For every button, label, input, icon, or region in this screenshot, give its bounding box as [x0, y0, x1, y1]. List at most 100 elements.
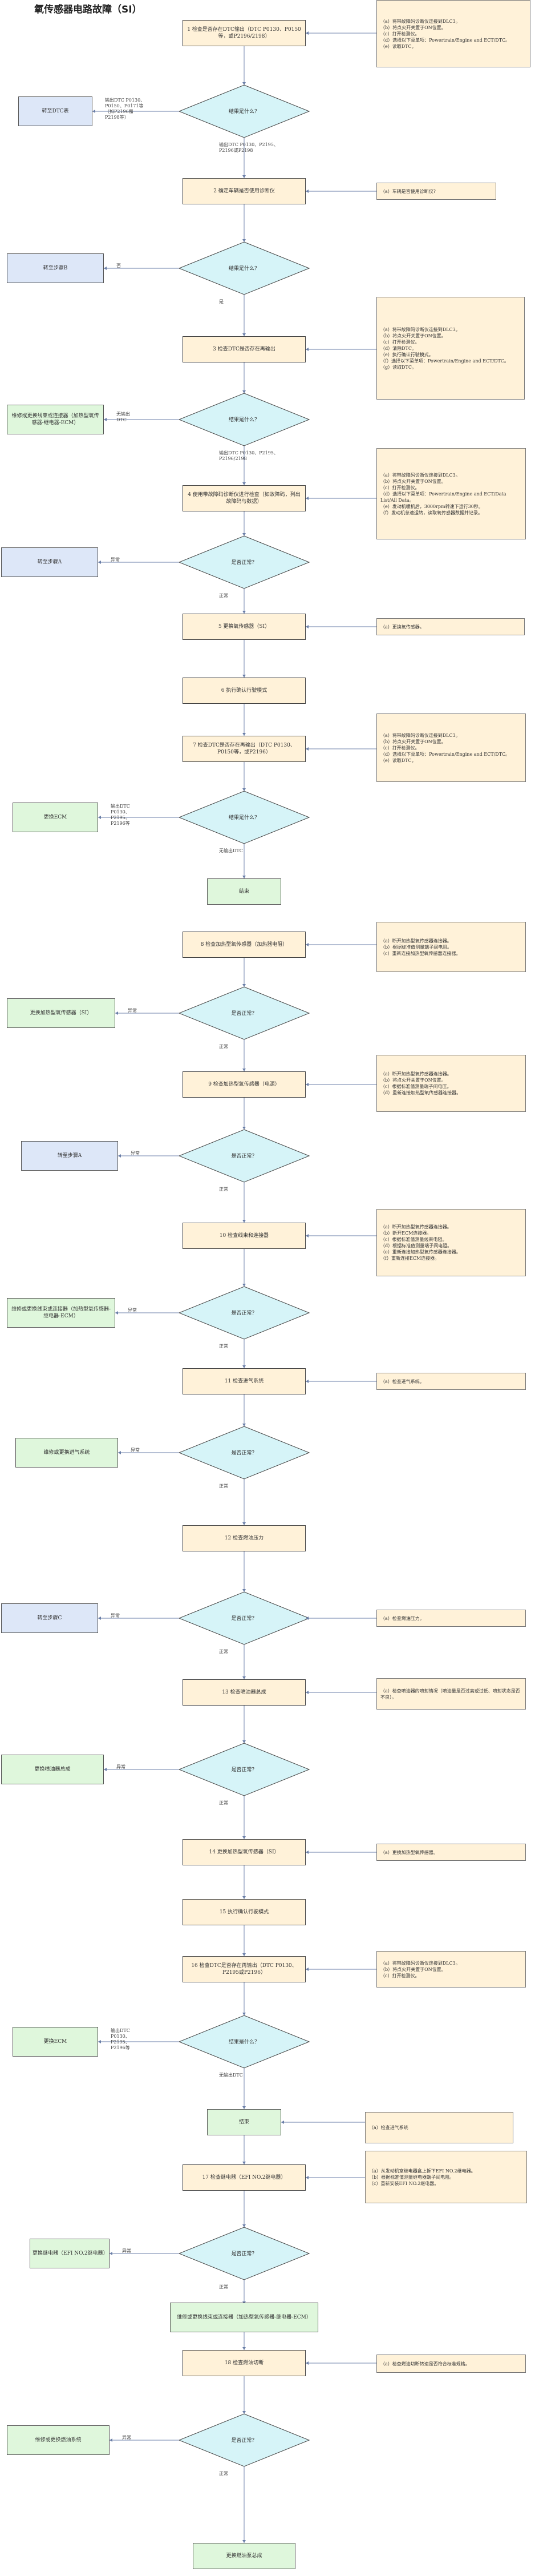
edge-label-left: 异常 — [122, 2435, 131, 2440]
note-line: （c）重新安装EFI NO.2继电器。 — [369, 2180, 439, 2186]
connector-arrowhead — [242, 611, 246, 614]
connector-arrowhead — [306, 348, 309, 351]
connector-arrowhead — [242, 333, 246, 336]
note-line: （c）打开检测仪。 — [380, 339, 420, 345]
connector-arrowhead — [242, 175, 246, 178]
note-line: （b）将点火开关置于ON位置。 — [380, 1966, 446, 1972]
edge-label-down: 无输出DTC — [219, 2073, 243, 2078]
note-n_end2: （a）检查进气系统 — [365, 2112, 513, 2143]
decision-d8: 是否正常？ — [231, 1311, 257, 1316]
note-line: （e）读取DTC。 — [380, 43, 416, 49]
connector-arrowhead — [242, 482, 246, 485]
note-line: （c）根据标准值测量端子间电压。 — [380, 1084, 452, 1089]
decision-d5-shape — [178, 791, 310, 844]
step-box-s17: 17 检查继电器（EFI NO.2继电器） — [183, 2164, 306, 2191]
note-line: （c）重新连接加热型氧传感器连接器。 — [380, 950, 461, 956]
edge-label-left: 异常 — [122, 2248, 131, 2254]
connector-arrowhead — [306, 943, 309, 946]
note-line: （a）从发动机室继电器盒上拆下EFI NO.2继电器。 — [369, 2168, 476, 2174]
connector-arrowhead — [306, 1083, 309, 1086]
decision-d14-shape — [178, 2227, 310, 2280]
connector-arrowhead — [104, 267, 107, 270]
result-replace-relay-mid: 维修或更换线束或连接器（加热型氧传感器-继电器-ECM） — [170, 2303, 318, 2332]
step-box-s11: 11 检查进气系统 — [183, 1368, 306, 1394]
decision-d2: 结果是什么？ — [228, 266, 260, 272]
edge-label-down: 正常 — [219, 1649, 228, 1654]
note-line: （c）打开检测仪。 — [380, 1973, 420, 1978]
edge-label-left: 输出DTC P0130、 P0150、P0171等 （如P2196和 P2198… — [105, 98, 145, 120]
note-n10: （a）断开加热型氧传感器连接器。（b）断开ECM连接器。（c）根据标准值测量线束… — [376, 1209, 526, 1276]
connector-arrowhead — [118, 1154, 121, 1158]
edge-label-left: 无输出 DTC — [116, 412, 130, 422]
connector-arrowhead — [242, 1522, 246, 1525]
decision-d2-shape — [178, 241, 310, 295]
connector-arrowhead — [98, 816, 101, 819]
result-replace_ecm2: 更换ECM — [13, 2027, 98, 2057]
note-n2: （a）车辆是否使用诊断仪？ — [376, 183, 496, 200]
edge-label-down: 正常 — [219, 1044, 228, 1049]
connector-arrowhead — [242, 1220, 246, 1223]
note-line: （a）将带故障码诊断仪连接到DLC3。 — [380, 326, 460, 332]
note-line: （a）将带故障码诊断仪连接到DLC3。 — [380, 18, 460, 24]
result-repair_wire: 维修或更换线束或连接器（加热型氧传感器-继电器-ECM） — [7, 405, 104, 434]
note-n16: （a）将带故障码诊断仪连接到DLC3。（b）将点火开关置于ON位置。（c）打开检… — [376, 1951, 526, 1988]
edge-label-down: 正常 — [219, 1344, 228, 1349]
connector-arrowhead — [242, 239, 246, 242]
note-line: （a）将带故障码诊断仪连接到DLC3。 — [380, 732, 460, 738]
step-box-s8: 8 检查加热型氧传感器（加热器电阻） — [183, 932, 306, 958]
connector-arrowhead — [242, 390, 246, 393]
connector-arrowhead — [242, 788, 246, 791]
note-line: （e）读取DTC。 — [380, 757, 416, 763]
connector-arrowhead — [242, 984, 246, 987]
connector-arrowhead — [306, 190, 309, 193]
note-line: （d）根据标准值测量端子间电阻。 — [380, 1243, 452, 1248]
decision-d11: 是否正常？ — [231, 1767, 257, 1773]
decision-d11-shape — [178, 1743, 310, 1796]
note-n14: （a）更换加热型氧传感器。 — [376, 1844, 526, 1861]
step-box-s16: 16 检查DTC是否存在再输出（DTC P0130、P2195或P2196） — [183, 1956, 306, 1982]
edge-label-left: 异常 — [128, 1008, 137, 1013]
note-line: （d）清除DTC。 — [380, 345, 416, 351]
step-box-s1: 1 检查是否存在DTC输出（DTC P0130、P0150等，或P2196/21… — [183, 20, 306, 46]
decision-d6-shape — [178, 986, 310, 1040]
result-go_a2: 转至步骤A — [21, 1141, 118, 1171]
note-line: （d）选择以下菜单项：Powertrain/Engine and ECT/DTC… — [380, 37, 510, 43]
note-line: （b）根据标准值测量端子间电阻。 — [380, 944, 452, 950]
connector-arrowhead — [306, 747, 309, 751]
note-line: （e）发动机暖机后，3000rpm转速下运行30秒。 — [380, 503, 483, 509]
decision-d3: 结果是什么？ — [228, 417, 260, 423]
connector-arrowhead — [242, 876, 246, 878]
edge-label-down: 正常 — [219, 1187, 228, 1192]
connector-arrowhead — [306, 1851, 309, 1854]
step-box-s10: 10 检查线束和连接器 — [183, 1223, 306, 1249]
note-line: （g）读取DTC。 — [380, 364, 416, 370]
connector-arrowhead — [242, 2540, 246, 2543]
step-box-s2: 2 确定车辆是否使用诊断仪 — [183, 178, 306, 204]
note-n13: （a）检查喷油器的喷射情况（喷油量是否过高或过低、喷射状态是否不良）。 — [376, 1678, 526, 1710]
note-line: （f）选择以下菜单项：Powertrain/Engine and ECT/DTC… — [380, 358, 509, 364]
result-dtc_table: 转至DTC表 — [18, 96, 92, 126]
note-n3: （a）将带故障码诊断仪连接到DLC3。（b）将点火开关置于ON位置。（c）打开检… — [376, 297, 525, 400]
note-n9: （a）断开加热型氧传感器连接器。（b）将点火开关置于ON位置。（c）根据标准值测… — [376, 1055, 526, 1112]
note-line: （a）更换加热型氧传感器。 — [380, 1849, 438, 1855]
connector-arrowhead — [242, 1896, 246, 1899]
connector-arrowhead — [242, 2162, 246, 2164]
note-line: （a）车辆是否使用诊断仪？ — [380, 188, 438, 194]
step-box-s9: 9 检查加热型氧传感器（电源） — [183, 1071, 306, 1098]
connector-arrowhead — [118, 1451, 121, 1454]
step-box-s5: 5 更换氧传感器（SI） — [183, 614, 306, 640]
connector-arrowhead — [306, 31, 309, 35]
note-line: （f）重新连接ECM连接器。 — [380, 1256, 440, 1261]
note-n4: （a）将带故障码诊断仪连接到DLC3。（b）将点火开关置于ON位置。（c）打开检… — [376, 448, 526, 539]
connector-arrowhead — [306, 1968, 309, 1971]
note-n7: （a）将带故障码诊断仪连接到DLC3。（b）将点火开关置于ON位置。（c）打开检… — [376, 713, 526, 782]
note-line: （a）更换氧传感器。 — [380, 624, 424, 630]
note-line: （a）检查喷油器的喷射情况（喷油量是否过高或过低、喷射状态是否不良）。 — [380, 1688, 520, 1700]
connector-arrowhead — [104, 418, 107, 421]
note-line: （a）检查燃油切断转速是否符合标准规格。 — [380, 2361, 470, 2367]
step-box-s12: 12 检查燃油压力 — [183, 1525, 306, 1551]
decision-d1: 结果是什么？ — [228, 109, 260, 115]
note-line: （a）检查燃油压力。 — [380, 1615, 424, 1621]
result-final_fuel: 更换燃油泵总成 — [193, 2543, 295, 2569]
edge-label-left: 异常 — [111, 1613, 120, 1618]
